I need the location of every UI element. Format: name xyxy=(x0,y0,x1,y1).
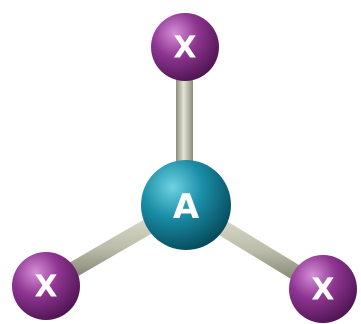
ligand-label-top: X xyxy=(173,31,196,66)
ligand-label-right: X xyxy=(311,273,334,308)
central-atom: A xyxy=(141,160,231,250)
central-atom-label: A xyxy=(173,187,200,227)
ligand-label-left: X xyxy=(34,270,57,305)
bond-top xyxy=(176,60,193,185)
ligand-atom-right: X xyxy=(289,255,357,323)
ligand-atom-top: X xyxy=(151,13,219,81)
ligand-atom-left: X xyxy=(12,252,80,320)
